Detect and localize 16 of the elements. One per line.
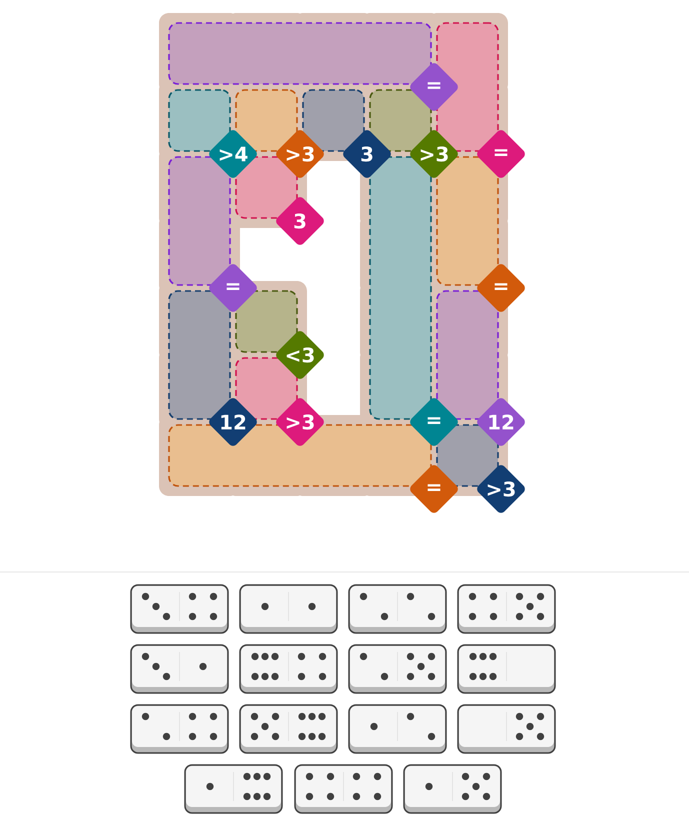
constraint-badge: 12 — [209, 398, 257, 446]
constraint-badge: 3 — [276, 197, 324, 245]
constraint-badge: <3 — [276, 331, 324, 379]
constraint-badge: >4 — [209, 130, 257, 178]
constraint-badge: = — [209, 264, 257, 312]
constraint-badge: = — [410, 63, 458, 111]
constraint-badge: 3 — [343, 130, 391, 178]
constraint-badge: = — [410, 465, 458, 513]
constraint-badge: >3 — [276, 398, 324, 446]
constraint-badge: >3 — [477, 465, 525, 513]
constraint-badge: = — [477, 130, 525, 178]
constraint-badge: >3 — [410, 130, 458, 178]
constraint-badge: = — [410, 398, 458, 446]
constraint-badge: = — [477, 264, 525, 312]
constraint-badge: 12 — [477, 398, 525, 446]
constraint-badge: >3 — [276, 130, 324, 178]
